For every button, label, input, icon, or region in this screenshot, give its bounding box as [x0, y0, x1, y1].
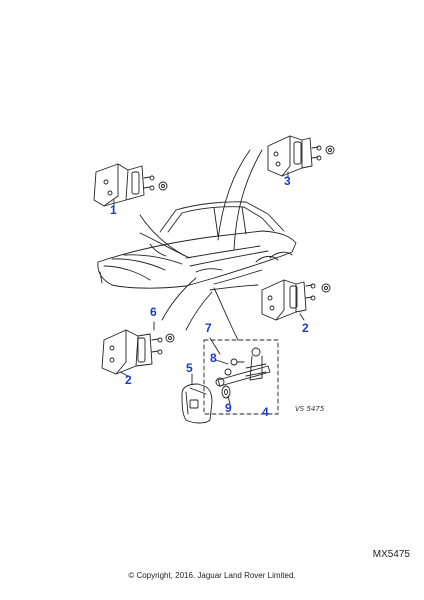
illustration-code: VS 5475 — [295, 405, 325, 413]
callout-2-left: 2 — [125, 373, 132, 387]
assembly-box — [203, 339, 279, 415]
bolt-8 — [230, 358, 245, 366]
nut-2-right — [321, 283, 331, 293]
hinge-2-left — [101, 329, 163, 375]
nut-1 — [158, 181, 168, 191]
hinge-1 — [93, 163, 155, 207]
callout-5: 5 — [186, 361, 193, 375]
copyright-notice: © Copyright, 2016. Jaguar Land Rover Lim… — [128, 571, 296, 580]
callout-4: 4 — [262, 405, 269, 419]
callout-1: 1 — [110, 203, 117, 217]
hinge-2-right — [261, 279, 316, 321]
callout-2-right: 2 — [302, 321, 309, 335]
callout-6: 6 — [150, 305, 157, 319]
leader-lines — [139, 149, 263, 341]
callout-7: 7 — [205, 321, 212, 335]
reference-code: MX5475 — [372, 549, 410, 560]
car-body — [97, 201, 297, 289]
washer-9 — [221, 385, 231, 399]
callout-leaders — [113, 171, 305, 405]
nut-2-left — [165, 333, 175, 343]
door-check-strap — [215, 347, 271, 387]
callout-8: 8 — [210, 351, 217, 365]
callout-9: 9 — [225, 401, 232, 415]
nut-3 — [325, 145, 335, 155]
check-strap-cover — [181, 383, 213, 424]
hinge-3 — [267, 135, 322, 177]
callout-3: 3 — [284, 174, 291, 188]
